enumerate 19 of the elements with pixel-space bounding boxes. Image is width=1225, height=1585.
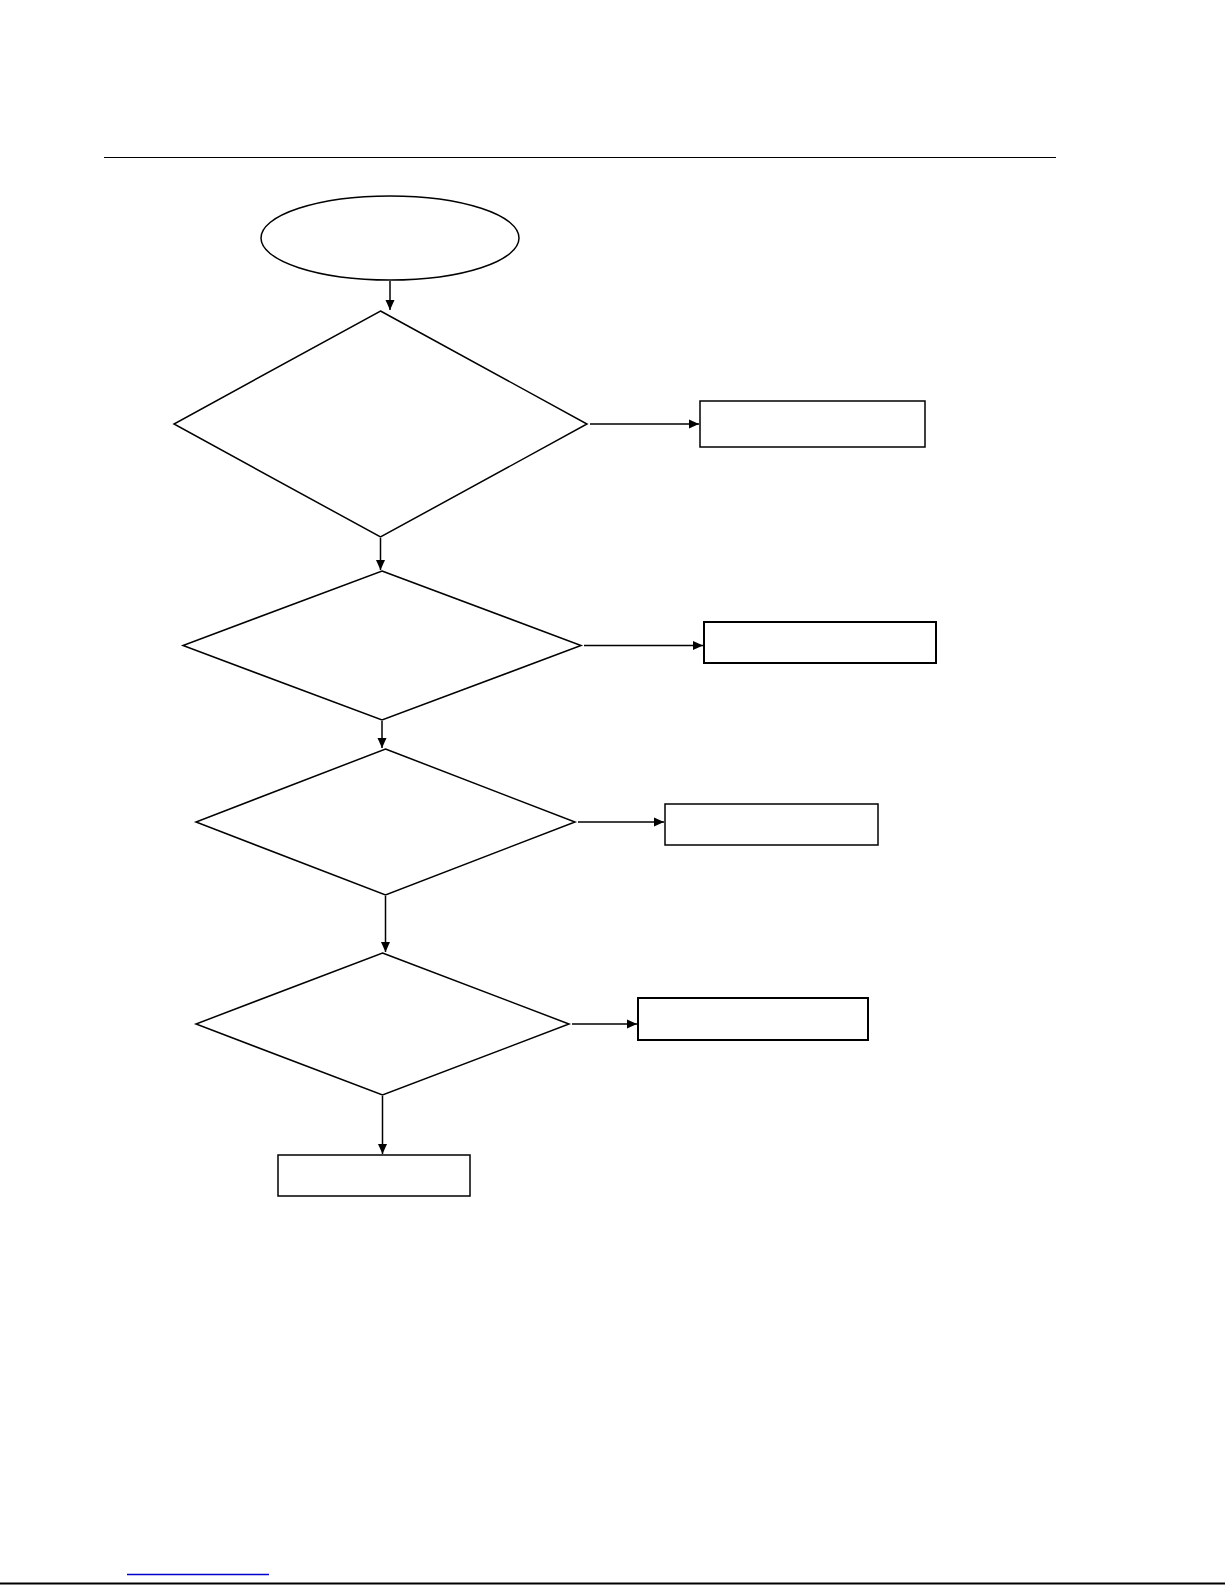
process-box	[637, 997, 869, 1041]
process-box	[277, 1154, 471, 1197]
arrow	[571, 1019, 638, 1029]
start-ellipse	[260, 195, 520, 281]
decision-diamond	[195, 952, 570, 1096]
arrow	[589, 419, 700, 429]
arrow	[583, 641, 704, 650]
process-box	[699, 400, 926, 448]
arrow	[377, 720, 387, 749]
arrow	[381, 895, 390, 953]
process-box	[703, 621, 937, 664]
decision-diamond	[173, 310, 588, 538]
decision-diamond	[195, 748, 576, 896]
decision-diamond	[182, 570, 582, 721]
arrow	[577, 817, 665, 827]
process-box	[664, 803, 879, 846]
arrow	[385, 280, 395, 311]
arrow	[378, 1095, 387, 1155]
arrow	[376, 537, 385, 571]
